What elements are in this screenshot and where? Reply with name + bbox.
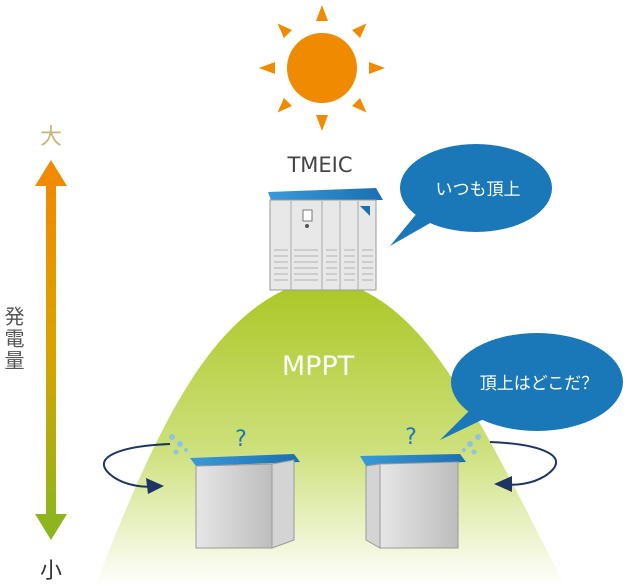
speech-bubble-bottom <box>440 333 623 440</box>
rotation-arrow-icon <box>102 443 171 494</box>
speech-bubble-bottom-text: 頂上はどこだ？ <box>480 374 599 394</box>
question-mark-left: ? <box>235 427 247 452</box>
rotation-arrow-icon <box>489 441 558 492</box>
tmeic-label: TMEIC <box>286 153 352 177</box>
speech-bubble-top <box>390 144 552 246</box>
question-mark-right: ? <box>405 425 417 450</box>
mppt-hill <box>95 278 565 586</box>
sweat-drop-icon <box>169 434 188 455</box>
scale-bottom-label: 小 <box>40 559 62 584</box>
speech-bubble-top-text: いつも頂上 <box>436 180 521 200</box>
sweat-drop-icon <box>462 434 481 455</box>
tmeic-inverter-cabinet <box>268 188 383 291</box>
conventional-inverter-right <box>360 454 466 549</box>
mppt-label: MPPT <box>282 351 355 382</box>
conventional-inverter-left <box>190 454 300 549</box>
scale-top-label: 大 <box>40 125 62 150</box>
sun-icon <box>259 5 385 131</box>
scale-axis-label: 発電量 <box>1 306 25 372</box>
power-scale-arrow <box>35 160 67 540</box>
